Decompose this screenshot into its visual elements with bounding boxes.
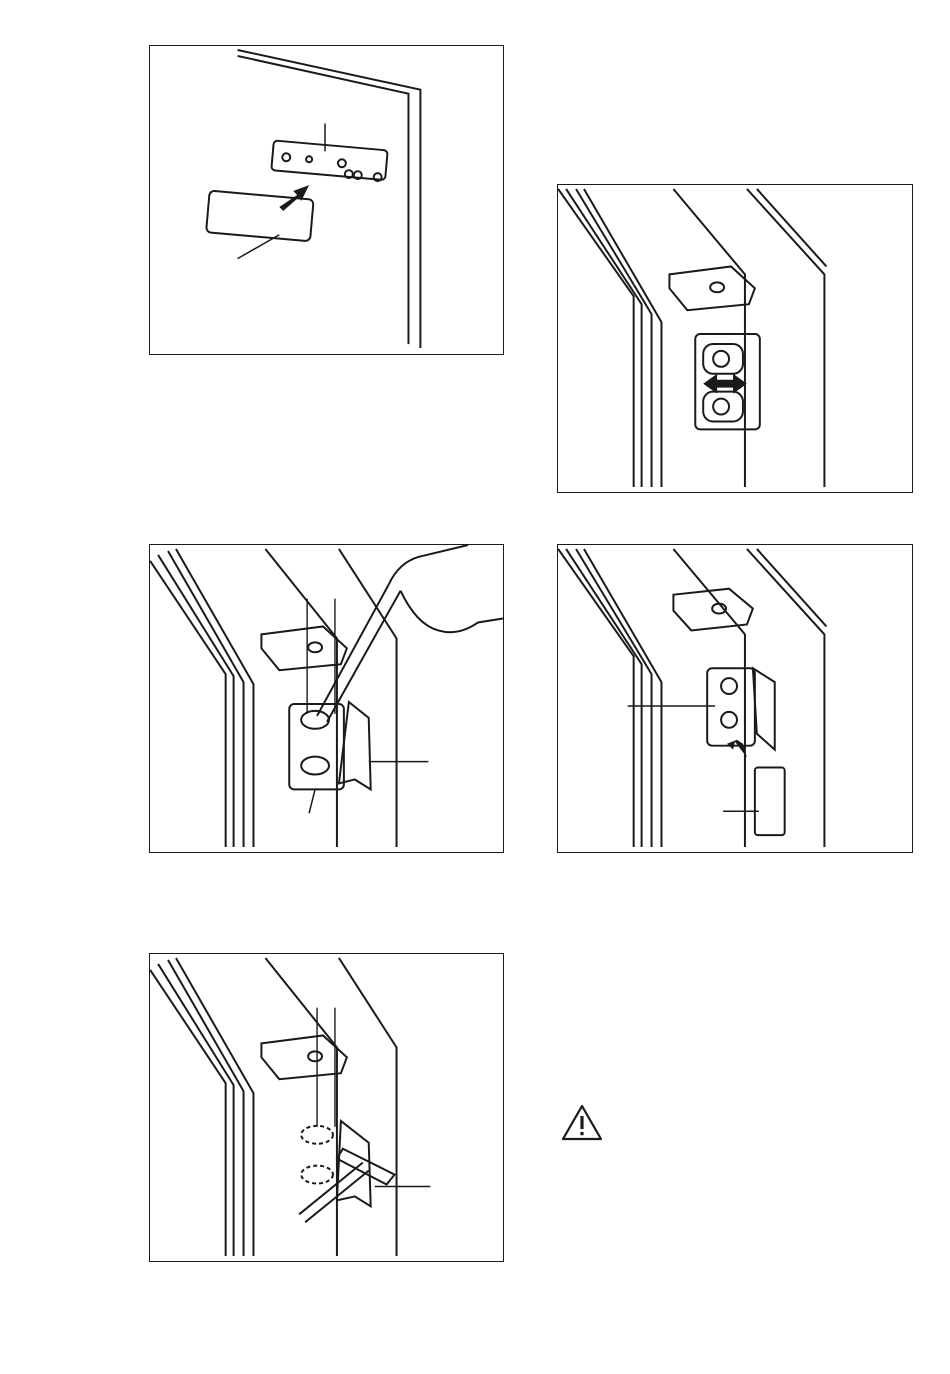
screwdriver-diagram [150, 545, 503, 852]
hammer-diagram [150, 954, 503, 1261]
figure-4-cover-attach [557, 544, 913, 853]
figure-5-hammer [149, 953, 504, 1262]
cover-attach-diagram [558, 545, 912, 852]
figure-3-screwdriver [149, 544, 504, 853]
hinge-adjust-diagram [558, 185, 912, 492]
cover-plate-diagram [150, 46, 503, 354]
figure-1-cover-plate [149, 45, 504, 355]
warning-triangle-icon [560, 1103, 604, 1143]
figure-2-hinge-adjust [557, 184, 913, 493]
